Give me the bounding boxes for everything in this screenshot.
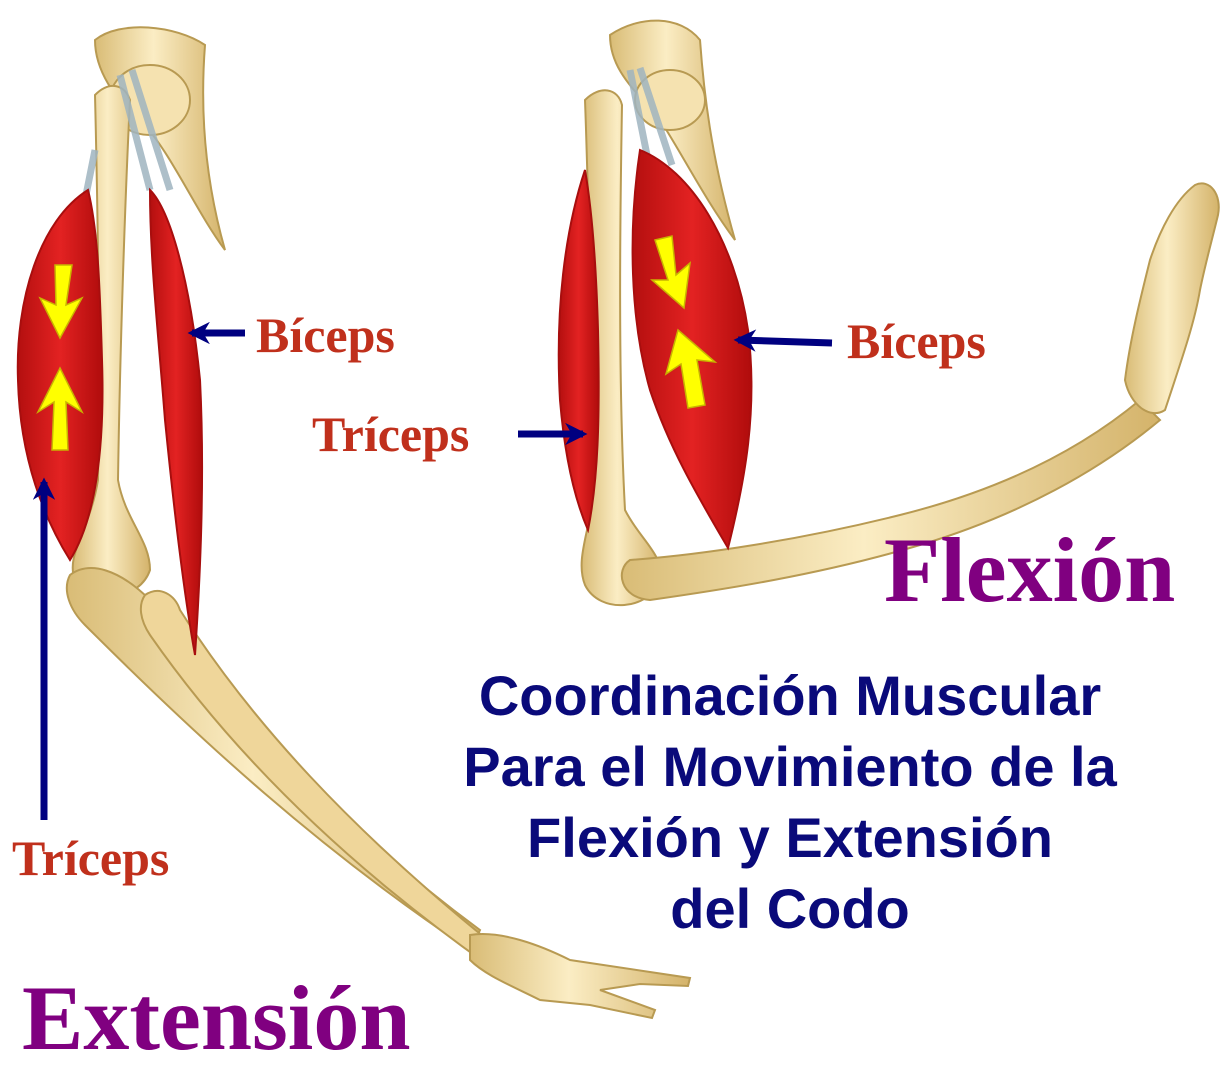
right-triceps-label: Tríceps — [312, 409, 469, 459]
caption-line-4: del Codo — [380, 873, 1200, 944]
left-triceps-label: Tríceps — [12, 833, 169, 883]
right-biceps-label: Bíceps — [847, 316, 986, 366]
diagram-caption: Coordinación Muscular Para el Movimiento… — [380, 660, 1200, 944]
left-biceps-muscle — [150, 190, 202, 655]
flexion-title: Flexión — [884, 524, 1175, 616]
left-hand — [470, 934, 690, 1018]
caption-line-3: Flexión y Extensión — [380, 802, 1200, 873]
caption-line-1: Coordinación Muscular — [380, 660, 1200, 731]
left-biceps-label: Bíceps — [256, 310, 395, 360]
right-hand — [1125, 183, 1219, 413]
caption-line-2: Para el Movimiento de la — [380, 731, 1200, 802]
extension-title: Extensión — [22, 972, 411, 1064]
right-biceps-pointer-arrow — [738, 340, 832, 343]
right-triceps-muscle — [559, 170, 599, 530]
